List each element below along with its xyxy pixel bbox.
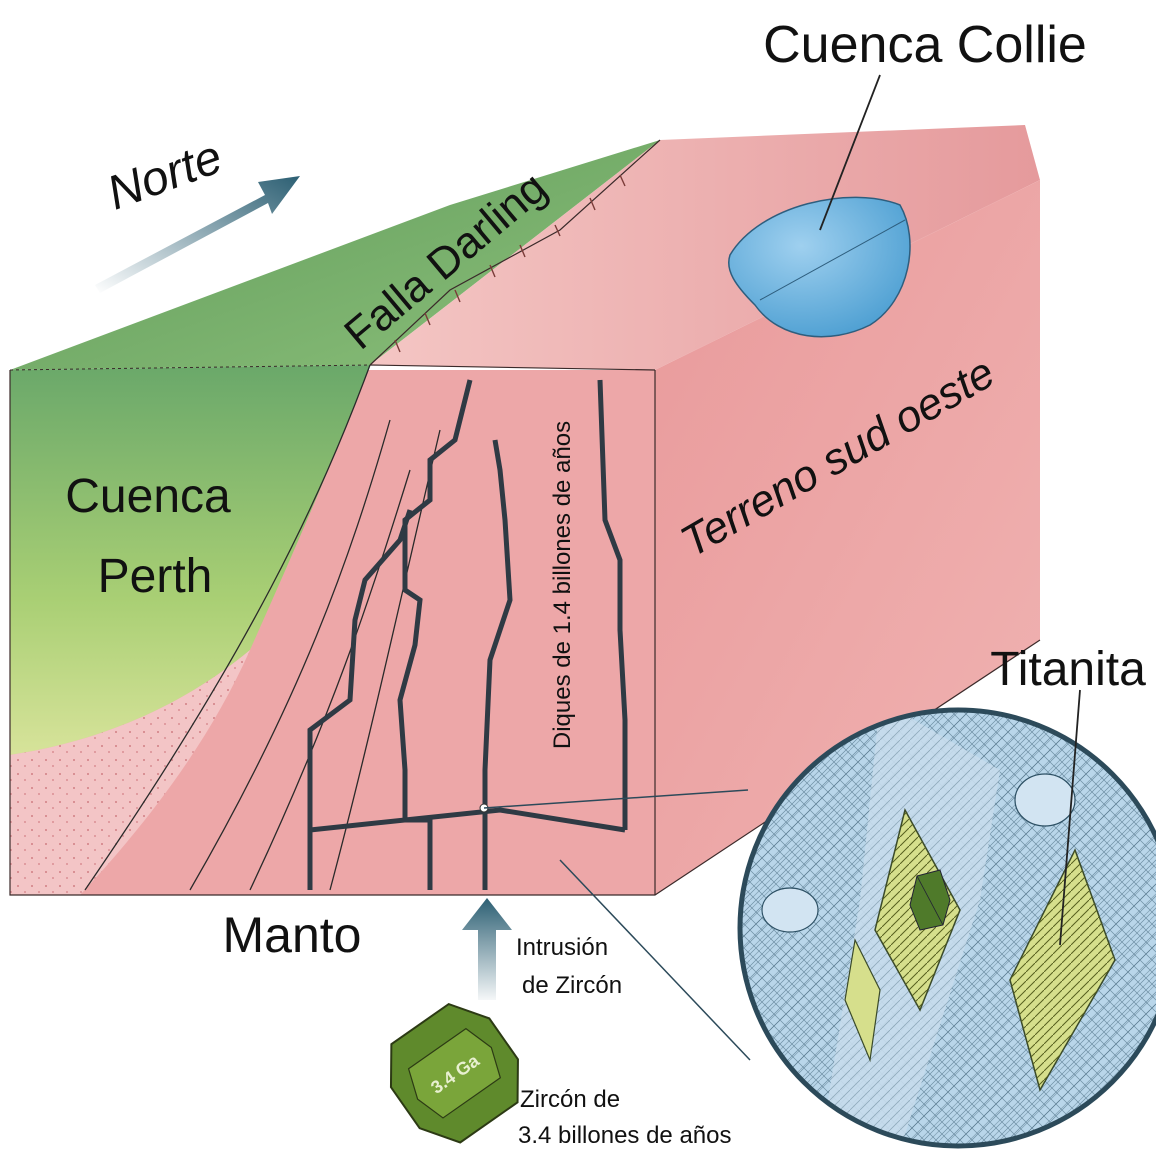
intrusion-label-line2: de Zircón xyxy=(522,972,622,999)
collie-basin-label: Cuenca Collie xyxy=(763,16,1087,74)
intrusion-arrow xyxy=(462,898,512,1000)
zircon-label-line1: Zircón de xyxy=(520,1086,620,1113)
perth-basin-label-line1: Cuenca xyxy=(65,470,231,523)
titanite-label: Titanita xyxy=(990,643,1146,696)
zircon-crystal: 3.4 Ga xyxy=(371,990,538,1151)
dikes-label: Diques de 1.4 billones de años xyxy=(549,421,576,749)
zircon-label-line2: 3.4 billones de años xyxy=(518,1122,732,1149)
intrusion-label-line1: Intrusión xyxy=(516,934,608,961)
mantle-label: Manto xyxy=(223,907,362,963)
north-label: Norte xyxy=(100,130,228,220)
perth-basin-label-line2: Perth xyxy=(98,550,213,603)
